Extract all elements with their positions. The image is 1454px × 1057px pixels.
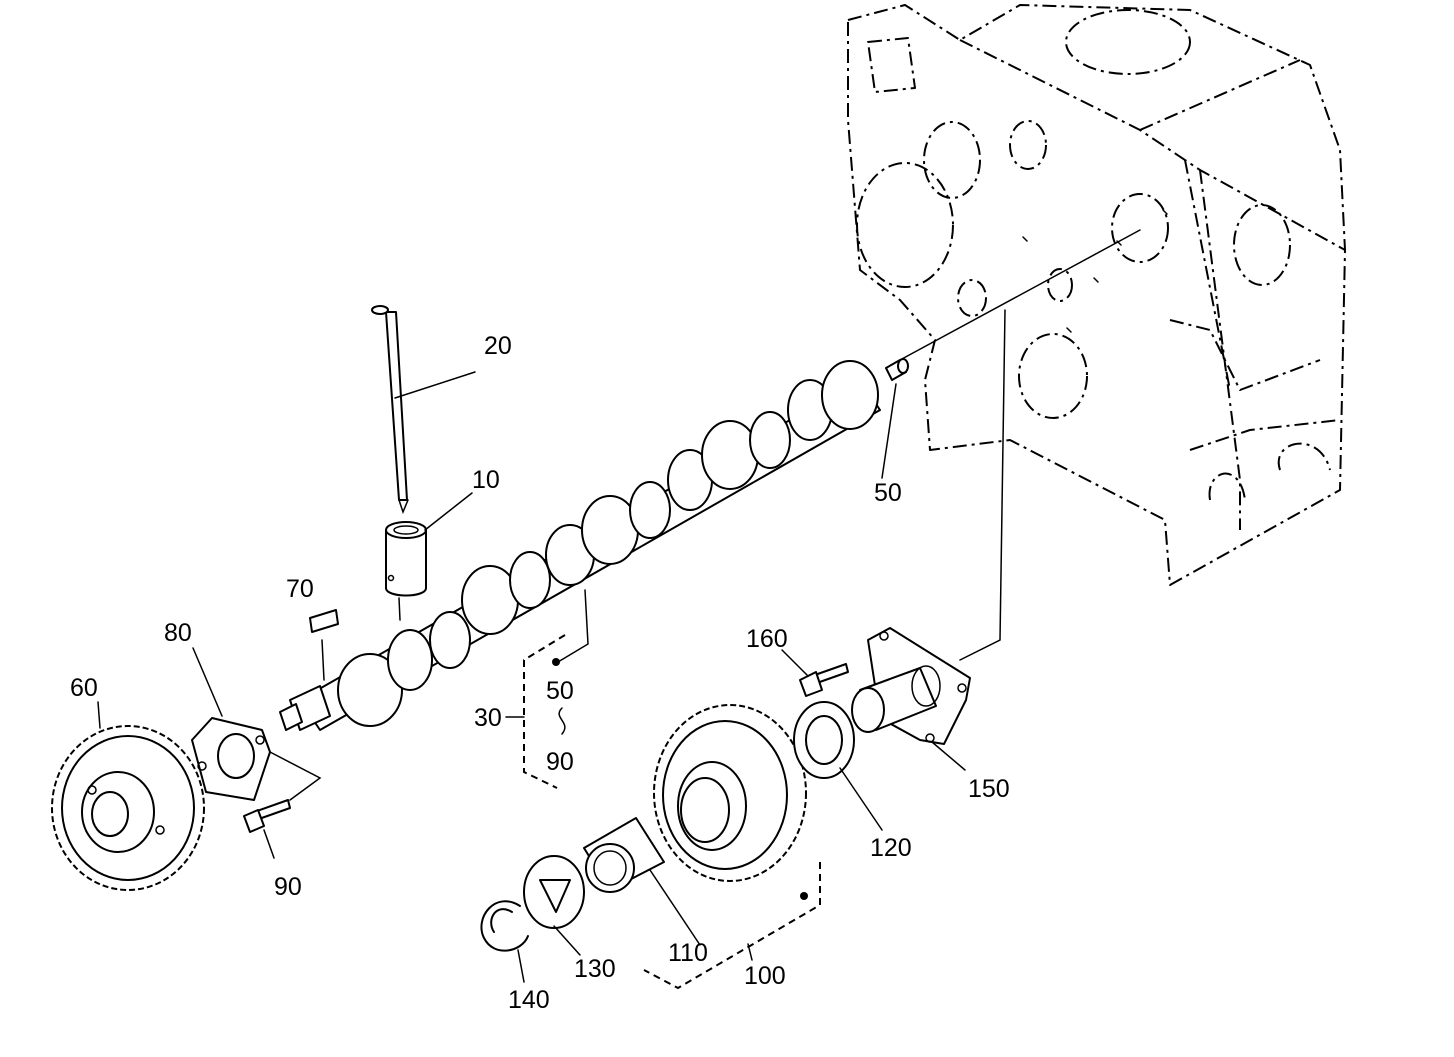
label-110: 110 xyxy=(668,939,708,967)
plug xyxy=(885,358,909,381)
push-rod xyxy=(371,305,409,515)
idler-gear xyxy=(653,704,807,882)
camshaft xyxy=(279,360,881,731)
alignment-lines xyxy=(899,229,1141,661)
woodruff-key xyxy=(309,609,339,633)
label-20: 20 xyxy=(484,332,512,360)
label-50-plug: 50 xyxy=(874,479,902,507)
bushing xyxy=(583,817,665,893)
idler-shaft xyxy=(851,627,971,745)
label-150: 150 xyxy=(968,775,1010,803)
label-160: 160 xyxy=(746,625,788,653)
washer xyxy=(523,855,585,929)
label-10: 10 xyxy=(472,466,500,494)
label-50-group: 50 xyxy=(546,677,574,705)
label-100: 100 xyxy=(744,962,786,990)
bolt-90 xyxy=(243,799,291,833)
label-60: 60 xyxy=(70,674,98,702)
part-labels: 20 10 70 80 60 50 30 50 90 90 160 150 12… xyxy=(70,332,1010,1014)
label-90-bolt: 90 xyxy=(274,873,302,901)
cam-lobes xyxy=(337,360,879,727)
camshaft-gear xyxy=(51,725,205,891)
thrust-washer xyxy=(793,701,855,779)
snap-ring xyxy=(480,900,529,952)
label-70: 70 xyxy=(286,575,314,603)
label-80: 80 xyxy=(164,619,192,647)
leader-lines xyxy=(97,371,966,983)
engine-block xyxy=(847,4,1346,586)
thrust-plate xyxy=(191,717,271,801)
group-brackets xyxy=(505,634,821,990)
label-140: 140 xyxy=(508,986,550,1014)
label-30: 30 xyxy=(474,704,502,732)
tappet xyxy=(385,521,427,597)
bolt-160 xyxy=(799,663,849,697)
label-120: 120 xyxy=(870,834,912,862)
label-90-group: 90 xyxy=(546,748,574,776)
label-130: 130 xyxy=(574,955,616,983)
